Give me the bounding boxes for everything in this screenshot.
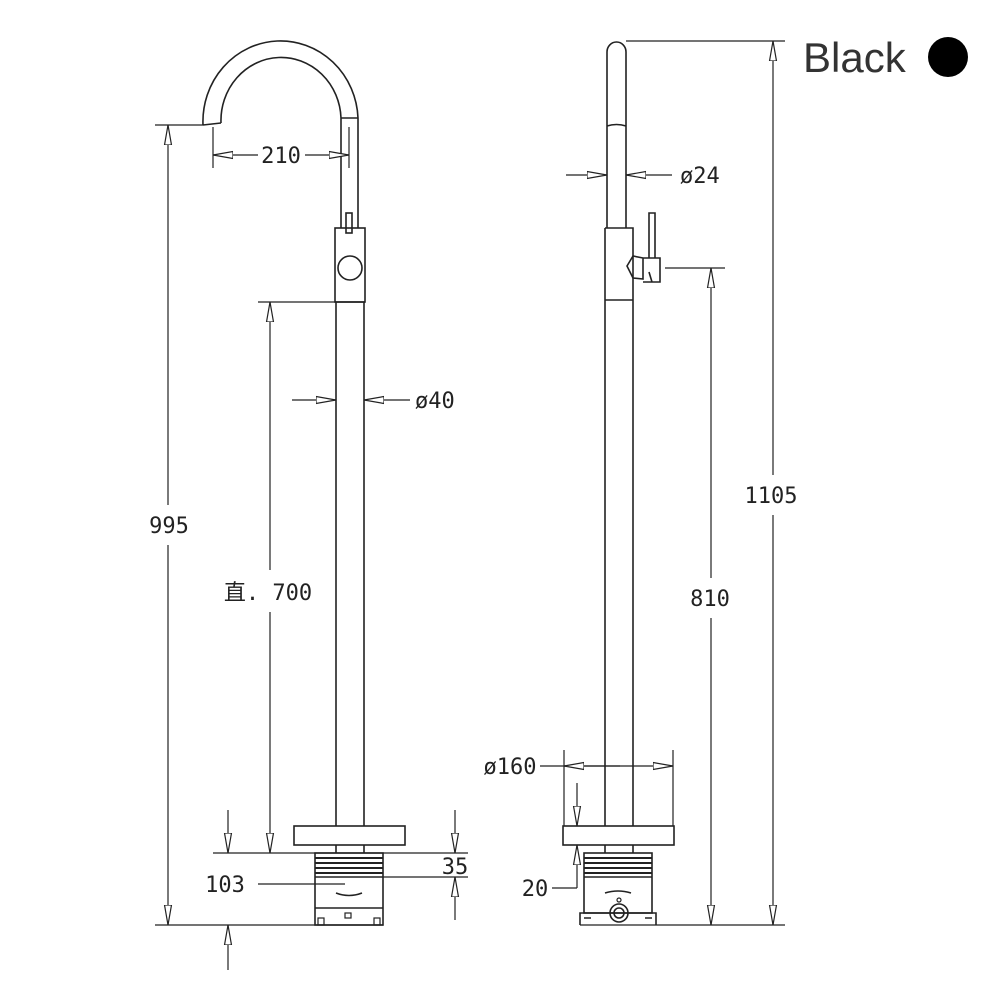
- dim-handle-height: 直. 700: [224, 581, 312, 606]
- finish-swatch: [928, 37, 968, 77]
- side-view: ø24 1105 810 ø160 20: [484, 40, 798, 926]
- body-and-pipe-side: [604, 227, 634, 826]
- dim-overall-height: 995: [149, 514, 189, 539]
- main-pipe: [335, 301, 365, 826]
- dim-overall-height-side: 1105: [745, 484, 798, 509]
- dim-handle-height-side: 810: [690, 587, 730, 612]
- dim-spout-reach: 210: [261, 144, 301, 169]
- spout-side: [606, 41, 627, 228]
- mixer-body: [334, 227, 366, 303]
- dim-flange-thickness: 20: [522, 877, 549, 902]
- floor-flange: [293, 825, 406, 846]
- spout-outline: [202, 40, 359, 228]
- handle-lever: [345, 212, 353, 234]
- dim-pipe-diameter: ø40: [415, 389, 455, 414]
- handle-side: [626, 212, 661, 283]
- dim-spout-diameter: ø24: [680, 164, 720, 189]
- dim-flange-diameter: ø160: [484, 755, 537, 780]
- floor-flange-side: [562, 825, 675, 846]
- dim-box-depth: 103: [205, 873, 245, 898]
- dim-box-top: 35: [442, 855, 469, 880]
- rough-in-box: [314, 845, 384, 926]
- finish-label: Black: [803, 34, 907, 81]
- handle-knob: [337, 255, 363, 281]
- front-view: 210 ø40 995 直. 700 103 35: [149, 40, 469, 970]
- rough-in-box-side: [579, 845, 657, 925]
